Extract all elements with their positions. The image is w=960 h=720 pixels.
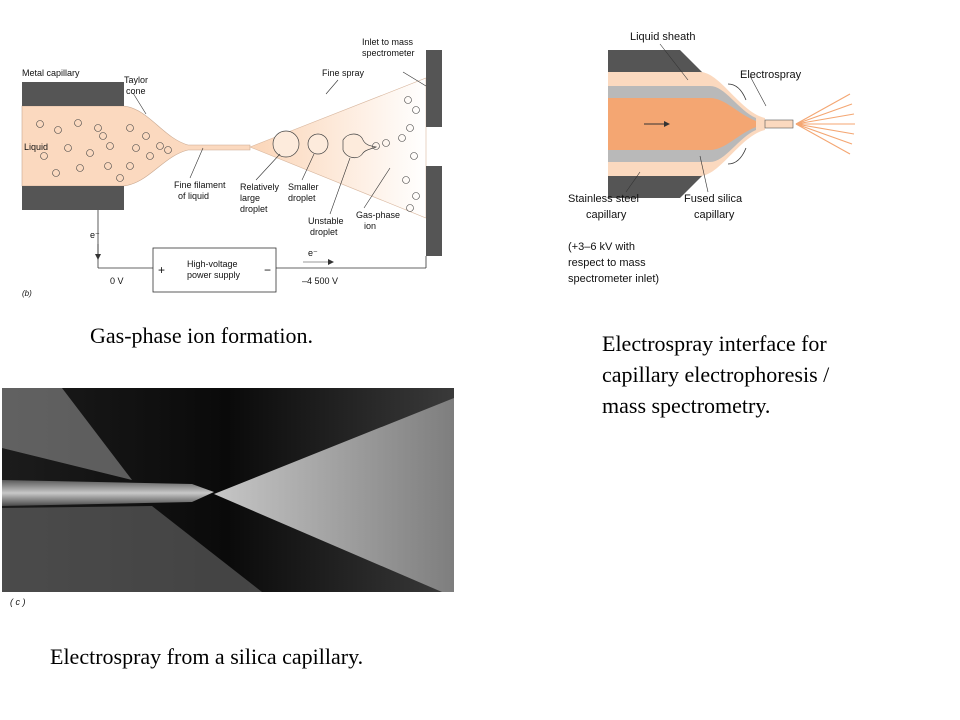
electron-arrowhead-right	[328, 259, 334, 265]
voltage-note-3: spectrometer inlet)	[568, 273, 659, 285]
large-droplet-label-3: droplet	[240, 204, 268, 214]
caption-photo: Electrospray from a silica capillary.	[50, 644, 364, 669]
flow-arrowhead	[664, 121, 670, 127]
inlet-label-1: Inlet to mass	[362, 37, 414, 47]
electron-label-left: e⁻	[90, 230, 100, 240]
caption-line-1: Electrospray interface for	[602, 331, 827, 356]
liquid-label: Liquid	[24, 142, 48, 152]
inlet-plate-bottom	[426, 166, 442, 256]
spray-rays	[795, 93, 855, 155]
metal-capillary-label: Metal capillary	[22, 68, 80, 78]
large-droplet-label-2: large	[240, 193, 260, 203]
capillary-tube	[2, 480, 214, 506]
voltage-note-1: (+3–6 kV with	[568, 241, 635, 253]
sheath-pointer-lines	[625, 43, 767, 193]
stainless-label-1: Stainless steel	[568, 193, 639, 205]
stainless-label-2: capillary	[586, 209, 627, 221]
sheath-arrow-bottom	[727, 147, 747, 165]
capillary-tip	[764, 119, 794, 129]
taylor-cone-liquid	[21, 105, 251, 187]
gas-phase-ions	[372, 96, 420, 212]
fine-spray-label: Fine spray	[322, 68, 365, 78]
sheath-arrow-top	[727, 83, 747, 101]
smaller-droplet-label-1: Smaller	[288, 182, 319, 192]
metal-capillary-bottom	[22, 186, 124, 210]
pointer-lines	[132, 71, 427, 215]
voltage-right: –4 500 V	[302, 276, 338, 286]
voltage-left: 0 V	[110, 276, 124, 286]
light-wedge-top	[2, 388, 132, 480]
voltage-note-2: respect to mass	[568, 257, 646, 269]
liquid-sheath-label: Liquid sheath	[630, 31, 695, 43]
panel-c-label: ( c )	[10, 597, 26, 607]
gas-phase-ion-label-1: Gas-phase	[356, 210, 400, 220]
taylor-cone-label-1: Taylor	[124, 75, 148, 85]
droplets	[272, 130, 378, 159]
light-wedge-bottom	[2, 506, 262, 592]
fine-filament-label-1: Fine filament	[174, 180, 226, 190]
caption-line-3: mass spectrometry.	[602, 393, 771, 418]
gas-phase-ion-label-2: ion	[364, 221, 376, 231]
supply-minus: −	[264, 263, 271, 277]
supply-label-2: power supply	[187, 270, 241, 280]
panel-b-label: (b)	[22, 289, 32, 298]
fine-spray-cone	[249, 77, 427, 219]
supply-label-1: High-voltage	[187, 259, 238, 269]
caption-gas-phase: Gas-phase ion formation.	[90, 323, 313, 348]
supply-plus: +	[158, 263, 165, 277]
fused-label-1: Fused silica	[684, 193, 743, 205]
large-droplet-label-1: Relatively	[240, 182, 280, 192]
ions-liquid	[36, 119, 172, 182]
unstable-droplet-label-1: Unstable	[308, 216, 344, 226]
fused-label-2: capillary	[694, 209, 735, 221]
metal-capillary-top	[22, 82, 124, 106]
electrospray-label: Electrospray	[740, 69, 802, 81]
photo-label-strip	[2, 592, 454, 608]
caption-line-2: capillary electrophoresis /	[602, 362, 830, 387]
fine-filament-label-2: of liquid	[178, 191, 209, 201]
smaller-droplet-label-2: droplet	[288, 193, 316, 203]
gas-phase-ion-diagram: Metal capillary Taylor cone Liquid Fine …	[21, 37, 442, 298]
inlet-plate-top	[426, 50, 442, 127]
taylor-cone-label-2: cone	[126, 86, 146, 96]
electron-arrowhead-left	[95, 254, 101, 260]
spray-plume	[214, 398, 454, 592]
unstable-droplet-label-2: droplet	[310, 227, 338, 237]
inlet-label-2: spectrometer	[362, 48, 415, 58]
capillary-core	[608, 98, 756, 150]
electron-label-right: e⁻	[308, 248, 318, 258]
caption-electrospray-interface: Electrospray interface for capillary ele…	[602, 328, 902, 421]
liquid-sheath-diagram: Liquid sheath Electrospray Stainless ste…	[568, 31, 855, 285]
electrospray-photo: ( c )	[2, 388, 454, 608]
power-supply-box	[152, 247, 277, 293]
